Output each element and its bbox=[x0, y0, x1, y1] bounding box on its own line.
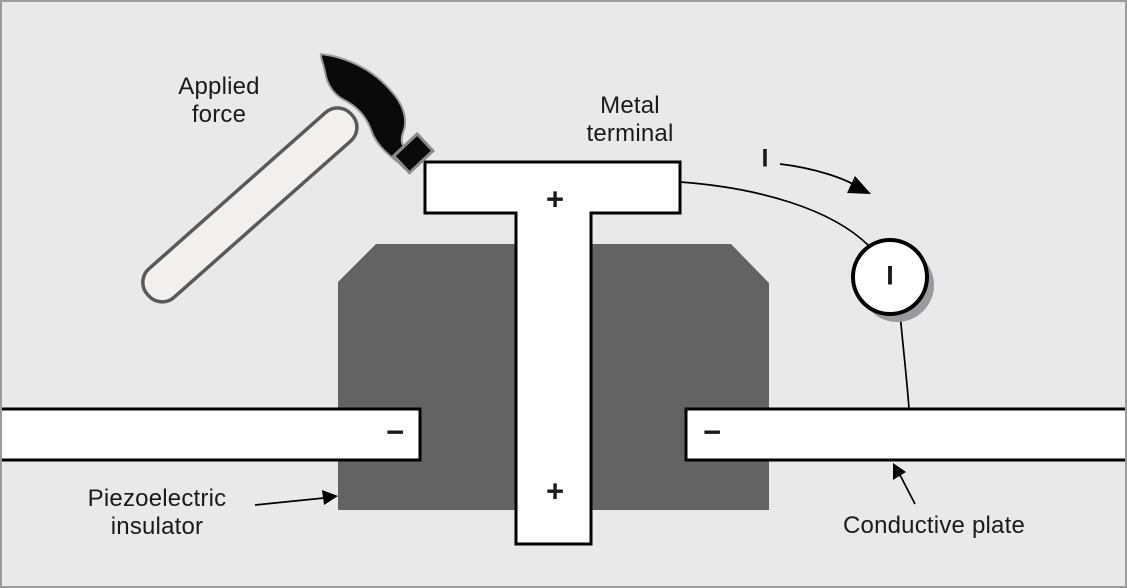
current-label: I bbox=[761, 144, 769, 173]
left-conductive-plate bbox=[2, 407, 422, 462]
right-conductive-plate bbox=[684, 407, 1125, 462]
terminal-top-charge-symbol: + bbox=[545, 181, 565, 217]
right-plate-charge-symbol: − bbox=[702, 414, 722, 450]
piezoelectric-insulator-arrow bbox=[254, 490, 338, 506]
hammer-icon bbox=[141, 53, 436, 304]
hammer-head bbox=[319, 53, 417, 170]
applied-force-label: Applied force bbox=[178, 73, 260, 128]
conductive-plate-label: Conductive plate bbox=[843, 512, 1025, 539]
metal-terminal-shape bbox=[423, 160, 682, 546]
hammer-face bbox=[391, 131, 436, 175]
left-plate-charge-symbol: − bbox=[385, 414, 405, 450]
conductive-plate-arrow bbox=[893, 463, 916, 505]
hammer-handle bbox=[141, 106, 359, 304]
piezoelectric-insulator-label: Piezoelectric insulator bbox=[87, 485, 227, 540]
meter-ring bbox=[851, 238, 929, 316]
metal-terminal-label: Metal terminal bbox=[586, 92, 674, 147]
wire-meter-to-plate bbox=[899, 312, 910, 410]
meter-current-label: I bbox=[886, 260, 894, 291]
current-meter bbox=[851, 238, 934, 322]
terminal-bottom-charge-symbol: + bbox=[545, 473, 565, 509]
current-direction-arrow bbox=[779, 163, 871, 194]
wire-terminal-to-meter bbox=[679, 181, 869, 246]
